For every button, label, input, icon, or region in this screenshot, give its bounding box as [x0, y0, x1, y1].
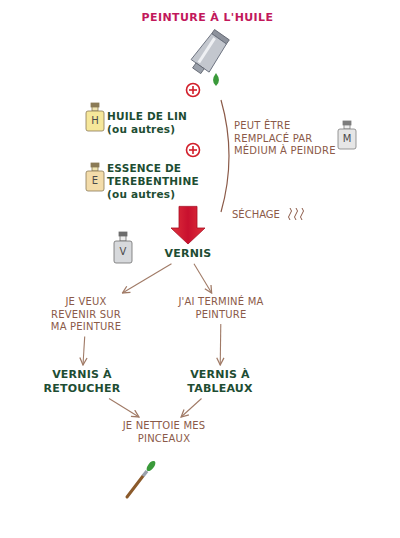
plus-sign	[187, 144, 200, 157]
flow-step: VERNIS À TABLEAUX	[174, 368, 266, 396]
bottle-letter: M	[337, 132, 357, 146]
oil-bottle	[86, 103, 104, 131]
bottle-letter: V	[113, 245, 133, 259]
drying-squiggles	[289, 208, 304, 220]
flow-arrow	[181, 399, 201, 418]
flow-step: VERNIS	[158, 247, 218, 261]
flow-arrow	[220, 324, 222, 365]
diagram-title: PEINTURE À L'HUILE	[120, 11, 295, 24]
flow-step: JE VEUX REVENIR SUR MA PEINTURE	[42, 296, 130, 334]
solvent-bottle	[86, 163, 104, 191]
plus-sign	[187, 84, 200, 97]
grouping-bracket	[221, 100, 229, 212]
step-text: ESSENCE DE TEREBENTHINE (ou autres)	[107, 162, 207, 201]
drying-arrow	[171, 206, 205, 244]
paint-tube	[188, 28, 231, 77]
flow-arrow	[109, 399, 139, 418]
step-text: JE VEUX REVENIR SUR MA PEINTURE	[42, 296, 130, 334]
step-text: VERNIS À RETOUCHER	[36, 368, 128, 396]
flow-arrow	[83, 337, 85, 366]
flow-step: JE NETTOIE MES PINCEAUX	[112, 420, 216, 445]
step-text: J'AI TERMINÉ MA PEINTURE	[176, 296, 266, 321]
flow-arrow	[194, 264, 212, 293]
flow-step: HUILE DE LIN (ou autres)	[107, 110, 199, 136]
bottle-letter: E	[85, 174, 105, 188]
bottle-letter: H	[85, 114, 105, 128]
flow-step: ESSENCE DE TEREBENTHINE (ou autres)	[107, 162, 207, 201]
paint-brush	[127, 459, 157, 497]
medium-bottle	[338, 121, 356, 149]
step-text: PEUT ÊTRE REMPLACÉ PAR MÉDIUM À PEINDRE	[234, 120, 338, 158]
edge-label: SÉCHAGE	[232, 209, 280, 220]
step-text: VERNIS À TABLEAUX	[174, 368, 266, 396]
varnish-bottle	[114, 232, 132, 263]
flow-step: PEUT ÊTRE REMPLACÉ PAR MÉDIUM À PEINDRE	[234, 120, 338, 158]
flow-step: J'AI TERMINÉ MA PEINTURE	[176, 296, 266, 321]
step-text: JE NETTOIE MES PINCEAUX	[112, 420, 216, 445]
step-text: HUILE DE LIN (ou autres)	[107, 110, 199, 136]
flow-step: VERNIS À RETOUCHER	[36, 368, 128, 396]
flow-arrow	[122, 264, 171, 293]
step-text: VERNIS	[158, 247, 218, 261]
paint-drop	[213, 73, 219, 86]
